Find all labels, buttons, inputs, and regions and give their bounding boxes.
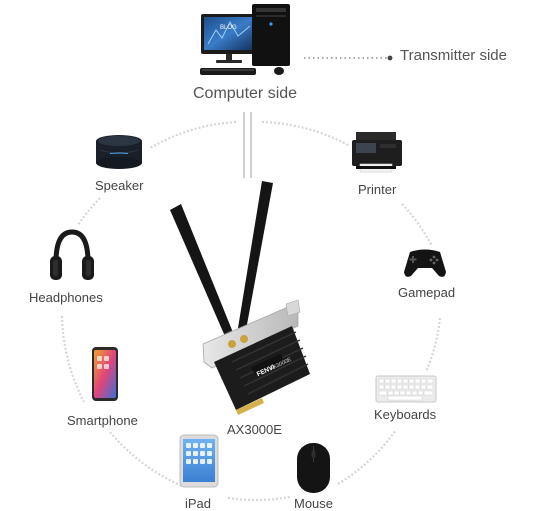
computer-icon: BLOG — [200, 4, 290, 75]
printer-label: Printer — [358, 182, 397, 197]
ring-arc-top-left — [149, 120, 237, 149]
ring-arc-right-lower — [337, 429, 397, 485]
headphones-label: Headphones — [29, 290, 103, 305]
mouse-icon — [297, 443, 330, 493]
ring-arc-left-lower — [109, 431, 183, 488]
keyboard-icon — [375, 375, 437, 403]
monitor-text: BLOG — [220, 25, 237, 31]
computer-side-label: Computer side — [193, 85, 298, 102]
ring-arc-right-upper — [401, 203, 433, 247]
ring-arc-top-right — [261, 120, 351, 147]
printer-icon — [352, 132, 402, 173]
keyboards-label: Keyboards — [374, 407, 437, 422]
gamepad-label: Gamepad — [398, 285, 456, 300]
ipad-icon — [179, 434, 219, 488]
connection-ring — [60, 120, 442, 502]
mouse-label: Mouse — [294, 496, 334, 511]
headphones-icon — [50, 229, 94, 280]
ring-arc-left-mid — [60, 315, 85, 403]
speaker-label: Speaker — [95, 178, 144, 193]
ring-arc-left-upper — [77, 197, 101, 226]
wifi-adapter-card: FENVI AX3000E — [170, 181, 310, 415]
computer-link-lines — [243, 112, 252, 178]
transmitter-side-label: Transmitter side — [400, 47, 507, 64]
smartphone-icon — [92, 347, 118, 401]
ipad-label: iPad — [185, 496, 212, 511]
smartphone-label: Smartphone — [67, 413, 138, 428]
ring-arc-bottom — [227, 495, 291, 502]
ring-arc-right-mid — [424, 317, 442, 373]
transmitter-leader — [304, 55, 393, 61]
speaker-icon — [96, 135, 142, 169]
gamepad-icon — [404, 249, 446, 277]
antenna-left — [170, 204, 236, 348]
adapter-label: AX3000E — [227, 422, 282, 437]
